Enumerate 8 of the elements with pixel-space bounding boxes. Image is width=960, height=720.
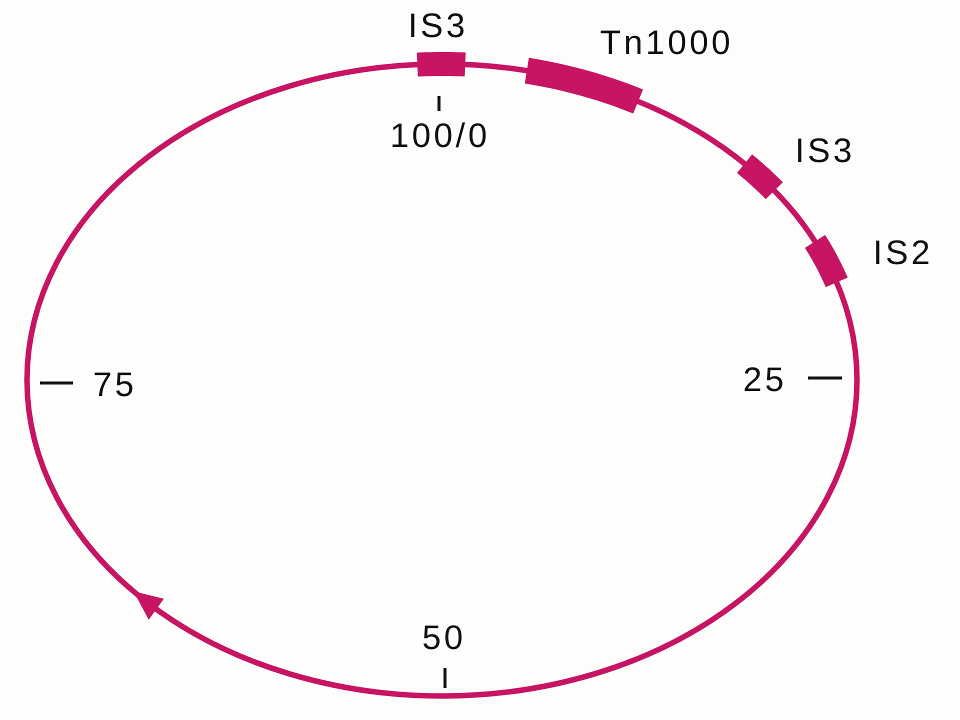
- position-label: 25: [743, 363, 787, 397]
- element-label: IS3: [795, 134, 856, 168]
- position-label: 100/0: [390, 119, 490, 153]
- position-label: 50: [422, 621, 466, 655]
- element-label: IS2: [873, 236, 934, 270]
- position-label: 75: [93, 368, 137, 402]
- element-label: Tn1000: [600, 26, 734, 60]
- element-label: IS3: [408, 9, 468, 43]
